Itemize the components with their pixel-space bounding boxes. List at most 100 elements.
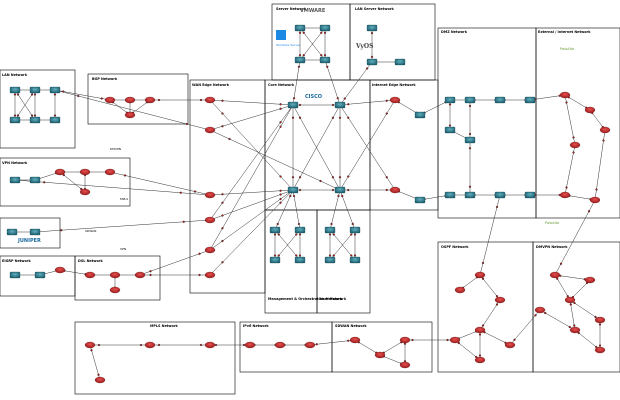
- router-icon[interactable]: [204, 126, 216, 134]
- switch-icon[interactable]: [269, 256, 281, 264]
- router-icon[interactable]: [494, 296, 506, 304]
- router-icon[interactable]: [109, 271, 121, 279]
- switch-icon[interactable]: [334, 101, 346, 109]
- router-icon[interactable]: [584, 276, 596, 284]
- router-icon[interactable]: [84, 341, 96, 349]
- switch-icon[interactable]: [319, 24, 331, 32]
- router-icon[interactable]: [594, 346, 606, 354]
- router-icon[interactable]: [304, 341, 316, 349]
- router-icon[interactable]: [399, 336, 411, 344]
- port-dot: [16, 114, 20, 117]
- router-icon[interactable]: [349, 336, 361, 344]
- switch-icon[interactable]: [29, 228, 41, 236]
- router-icon[interactable]: [79, 168, 91, 176]
- switch-icon[interactable]: [349, 256, 361, 264]
- router-icon[interactable]: [204, 341, 216, 349]
- router-icon[interactable]: [104, 168, 116, 176]
- switch-icon[interactable]: [319, 56, 331, 64]
- router-icon[interactable]: [564, 296, 576, 304]
- switch-icon[interactable]: [29, 86, 41, 94]
- switch-icon[interactable]: [49, 116, 61, 124]
- router-icon[interactable]: [274, 341, 286, 349]
- router-icon[interactable]: [559, 91, 571, 99]
- router-icon[interactable]: [124, 111, 136, 119]
- switch-icon[interactable]: [494, 96, 506, 104]
- switch-icon[interactable]: [294, 24, 306, 32]
- switch-icon[interactable]: [9, 176, 21, 184]
- switch-icon[interactable]: [29, 176, 41, 184]
- router-icon[interactable]: [54, 168, 66, 176]
- switch-icon[interactable]: [287, 101, 299, 109]
- switch-icon[interactable]: [49, 86, 61, 94]
- router-icon[interactable]: [599, 126, 611, 134]
- router-icon[interactable]: [79, 188, 91, 196]
- router-icon[interactable]: [104, 96, 116, 104]
- switch-icon[interactable]: [29, 116, 41, 124]
- router-icon[interactable]: [559, 191, 571, 199]
- switch-icon[interactable]: [6, 228, 18, 236]
- router-icon[interactable]: [374, 351, 386, 359]
- switch-icon[interactable]: [414, 111, 426, 119]
- switch-icon[interactable]: [524, 191, 536, 199]
- router-icon[interactable]: [109, 286, 121, 294]
- switch-icon[interactable]: [366, 58, 378, 66]
- switch-icon[interactable]: [294, 256, 306, 264]
- router-icon[interactable]: [94, 376, 106, 384]
- switch-icon[interactable]: [294, 56, 306, 64]
- router-icon[interactable]: [474, 356, 486, 364]
- port-dot: [277, 233, 280, 236]
- router-icon[interactable]: [549, 271, 561, 279]
- switch-icon[interactable]: [349, 226, 361, 234]
- router-icon[interactable]: [54, 266, 66, 274]
- router-icon[interactable]: [569, 141, 581, 149]
- switch-icon[interactable]: [324, 256, 336, 264]
- switch-icon[interactable]: [444, 191, 456, 199]
- port-dot: [77, 94, 80, 98]
- switch-icon[interactable]: [524, 96, 536, 104]
- router-icon[interactable]: [389, 186, 401, 194]
- router-icon[interactable]: [589, 196, 601, 204]
- switch-icon[interactable]: [9, 271, 21, 279]
- switch-icon[interactable]: [464, 136, 476, 144]
- switch-icon[interactable]: [9, 86, 21, 94]
- router-icon[interactable]: [144, 341, 156, 349]
- title-eigrp: EIGRP Network: [2, 259, 32, 263]
- router-icon[interactable]: [134, 271, 146, 279]
- router-icon[interactable]: [474, 326, 486, 334]
- switch-icon[interactable]: [414, 196, 426, 204]
- router-icon[interactable]: [204, 271, 216, 279]
- switch-icon[interactable]: [287, 186, 299, 194]
- router-icon[interactable]: [204, 191, 216, 199]
- switch-icon[interactable]: [444, 126, 456, 134]
- switch-icon[interactable]: [366, 24, 378, 32]
- router-icon[interactable]: [449, 336, 461, 344]
- router-icon[interactable]: [204, 96, 216, 104]
- switch-icon[interactable]: [294, 226, 306, 234]
- switch-icon[interactable]: [444, 96, 456, 104]
- router-icon[interactable]: [244, 341, 256, 349]
- router-icon[interactable]: [569, 326, 581, 334]
- switch-icon[interactable]: [9, 116, 21, 124]
- switch-icon[interactable]: [269, 226, 281, 234]
- switch-icon[interactable]: [464, 191, 476, 199]
- switch-icon[interactable]: [394, 58, 406, 66]
- switch-icon[interactable]: [34, 271, 46, 279]
- switch-icon[interactable]: [324, 226, 336, 234]
- router-icon[interactable]: [124, 96, 136, 104]
- router-icon[interactable]: [84, 271, 96, 279]
- router-icon[interactable]: [504, 341, 516, 349]
- router-icon[interactable]: [204, 246, 216, 254]
- router-icon[interactable]: [389, 96, 401, 104]
- router-icon[interactable]: [399, 361, 411, 369]
- router-icon[interactable]: [534, 306, 546, 314]
- switch-icon[interactable]: [494, 191, 506, 199]
- router-icon[interactable]: [144, 96, 156, 104]
- switch-icon[interactable]: [334, 186, 346, 194]
- router-icon[interactable]: [584, 106, 596, 114]
- router-icon[interactable]: [204, 216, 216, 224]
- router-icon[interactable]: [454, 286, 466, 294]
- switch-icon[interactable]: [464, 96, 476, 104]
- router-icon[interactable]: [474, 271, 486, 279]
- router-icon[interactable]: [594, 316, 606, 324]
- port-dot: [602, 139, 605, 142]
